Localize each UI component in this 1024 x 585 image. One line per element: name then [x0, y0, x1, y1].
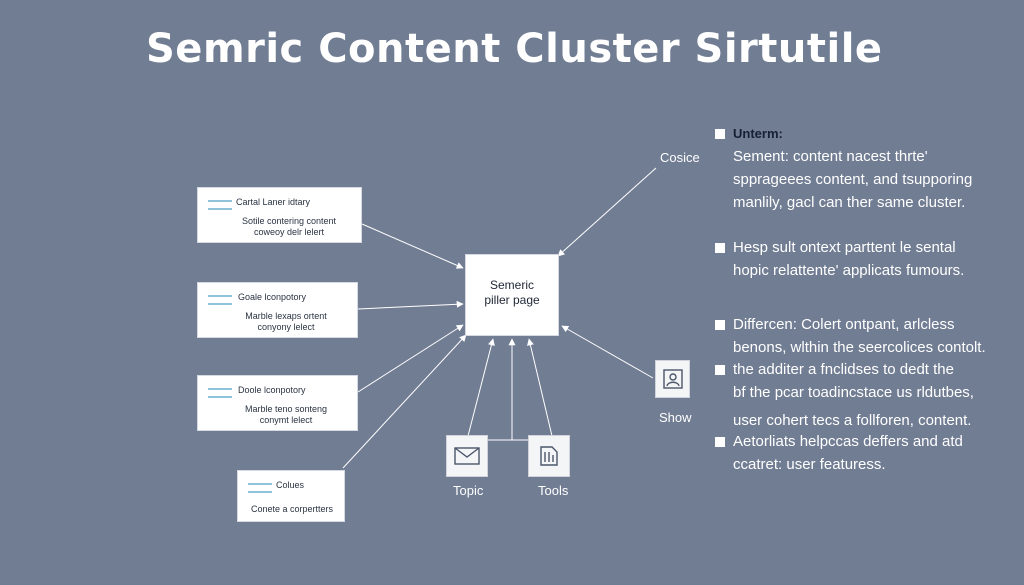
accent-bar — [208, 303, 232, 305]
tools-label: Tools — [538, 483, 569, 498]
accent-bar — [208, 388, 232, 390]
card-desc: Marble lexaps ortent — [245, 311, 327, 321]
panel-item-4-line-2: bf the pcar toadincstace us rldutbes, — [733, 384, 974, 401]
connector-tools — [527, 338, 553, 437]
pillar-page-node[interactable]: Semeric piller page — [465, 254, 559, 336]
accent-bar — [248, 491, 272, 493]
card-desc-2: coweoy delr lelert — [253, 227, 325, 237]
card-title: Goale lconpotory — [238, 292, 307, 302]
checkbox[interactable] — [715, 129, 725, 139]
accent-bar — [208, 200, 232, 202]
panel-item-1-line-2: spprageees content, and tsupporing — [733, 171, 973, 188]
topic-node[interactable] — [446, 435, 488, 477]
panel-item-5-line-1: user cohert tecs a follforen, content. — [733, 412, 972, 429]
panel-item-6-line-2: ccatret: user featuress. — [733, 456, 886, 473]
envelope-icon — [454, 447, 480, 465]
show-node[interactable] — [655, 360, 690, 398]
connector-card-3 — [357, 324, 464, 393]
accent-bar — [208, 396, 232, 398]
accent-bar — [208, 208, 232, 210]
source-card-1[interactable]: Cartal Laner idtary Sotile contering con… — [197, 187, 362, 243]
panel-item-1-line-3: manlily, gacl can ther same cluster. — [733, 194, 966, 211]
card-title: Doole lconpotory — [238, 385, 306, 395]
panel-item-6-line-1: Aetorliats helpccas deffers and atd — [733, 433, 963, 450]
accent-bar — [248, 483, 272, 485]
panel-heading: Unterm: — [733, 126, 783, 141]
panel-item-3-line-2: benons, wlthin the seercolices contolt. — [733, 339, 986, 356]
checkbox[interactable] — [715, 243, 725, 253]
panel-item-4-line-1: the additer a fnclidses to dedt the — [733, 361, 954, 378]
checkbox[interactable] — [715, 320, 725, 330]
tools-node[interactable] — [528, 435, 570, 477]
card-title: Cartal Laner idtary — [236, 197, 311, 207]
connector-cosice — [557, 167, 657, 257]
connector-show — [561, 325, 654, 379]
panel-item-3-line-1: Differcen: Colert ontpant, arlcless — [733, 316, 955, 333]
connector-card-2 — [357, 300, 464, 310]
accent-bar — [208, 295, 232, 297]
card-desc: Conete a corpertters — [250, 504, 334, 514]
panel-item-1-line-1: Sement: content nacest thrte' — [733, 148, 928, 165]
checkbox[interactable] — [715, 365, 725, 375]
card-desc: Marble teno sonteng — [244, 404, 328, 414]
document-columns-icon — [540, 446, 558, 466]
card-title: Colues — [276, 480, 305, 490]
connector-card-1 — [361, 223, 464, 269]
source-card-4[interactable]: Colues Conete a corpertters — [237, 470, 345, 522]
connector-topic — [467, 338, 495, 437]
source-card-2[interactable]: Goale lconpotory Marble lexaps ortent co… — [197, 282, 358, 338]
topic-label: Topic — [453, 483, 484, 498]
image-icon — [662, 369, 683, 389]
source-card-3[interactable]: Doole lconpotory Marble teno sonteng con… — [197, 375, 358, 431]
show-label: Show — [659, 410, 692, 425]
pillar-line-1: Semeric — [489, 278, 534, 292]
card-desc-2: conyony lelect — [257, 322, 315, 332]
connector-card-4 — [342, 334, 467, 469]
cosice-label: Cosice — [660, 150, 700, 165]
card-desc: Sotile contering content — [241, 216, 337, 226]
checkbox[interactable] — [715, 437, 725, 447]
panel-item-2-line-1: Hesp sult ontext parttent le sental — [733, 239, 956, 256]
panel-item-2-line-2: hopic relattente' applicats fumours. — [733, 262, 965, 279]
diagram-title: Semric Content Cluster Sirtutile — [146, 26, 883, 72]
card-desc-2: conymt lelect — [259, 415, 313, 425]
pillar-line-2: piller page — [484, 293, 540, 307]
